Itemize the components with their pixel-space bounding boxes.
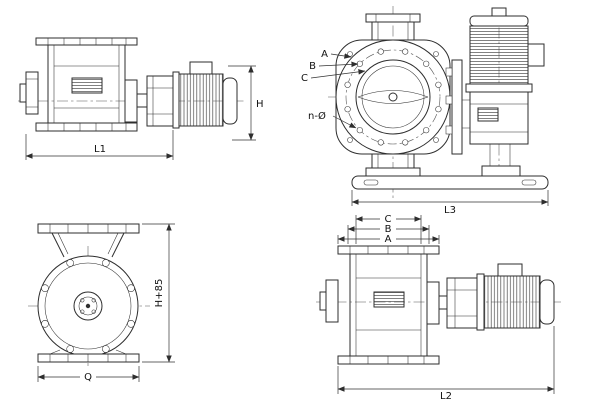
top-flange-3 [337,245,440,255]
motor-fan-cover [222,77,238,125]
top-flange-2 [37,223,140,234]
dim-l2: L2 [337,326,555,400]
shaft-coupling [136,93,148,108]
bottom-flange-3 [337,355,440,365]
dim-label-h85: H+85 [154,279,165,308]
leader-label-a: A [321,49,328,60]
dim-label-q: Q [84,372,92,383]
leader-labels: A B C n-Ø [301,49,366,129]
motor-terminal-box [189,61,213,75]
bolt-circle [345,49,441,145]
motor-terminal-box-2 [527,43,545,67]
bearing-cover-left [25,71,39,115]
dim-label-l1: L1 [94,144,106,155]
bearing-cover-right [124,79,138,123]
bearing-cover-left-2 [325,279,339,323]
shaft-coupling-2 [438,295,448,310]
gearbox-3 [446,277,478,329]
rotor-vane [357,90,429,104]
motor-flange [172,71,180,129]
gearbox-nameplate [477,107,499,122]
dim-l3: L3 [351,190,549,216]
nameplate [71,77,103,94]
nameplate-2 [373,291,405,308]
motor-terminal-box-3 [497,263,523,277]
leader-label-b: B [309,61,316,72]
motor-body-2 [483,275,541,329]
view-front [28,223,150,366]
motor-flange-2 [476,273,485,331]
dim-h: H [228,65,264,141]
dim-label-a: A [385,234,392,245]
dim-label-l2: L2 [440,391,452,400]
dim-label-l3: L3 [444,205,456,216]
top-flange [35,37,138,46]
motor-top-cap [469,15,529,27]
leader-label-c: C [301,73,308,84]
motor-body [178,73,224,127]
gearbox [146,75,174,127]
dim-b: B [347,224,430,244]
bore-circle [355,59,431,135]
leader-label-holes: n-Ø [308,110,326,122]
inlet-flange [365,13,421,23]
motor-fan-cover-2 [539,279,555,325]
bearing-cover-right-2 [426,281,440,325]
base-rail [351,175,549,190]
view-side-elevation-2 [316,245,562,365]
dim-a: A [337,234,440,245]
outlet-flange [365,167,421,177]
dim-h85: H+85 [142,223,175,363]
dim-label-c: C [385,214,392,225]
dim-l1: L1 [25,130,174,160]
mounting-bracket [451,59,463,155]
bottom-flange-2 [37,353,140,363]
bolt-holes [344,48,442,146]
dim-q: Q [37,366,140,383]
bottom-flange [35,122,138,132]
vertical-motor-body [469,25,529,85]
dim-label-h: H [256,99,264,110]
view-end-flange [328,6,549,198]
view-side-elevation [18,37,246,132]
dim-label-b: B [385,224,392,235]
cover-bolts [41,259,135,353]
